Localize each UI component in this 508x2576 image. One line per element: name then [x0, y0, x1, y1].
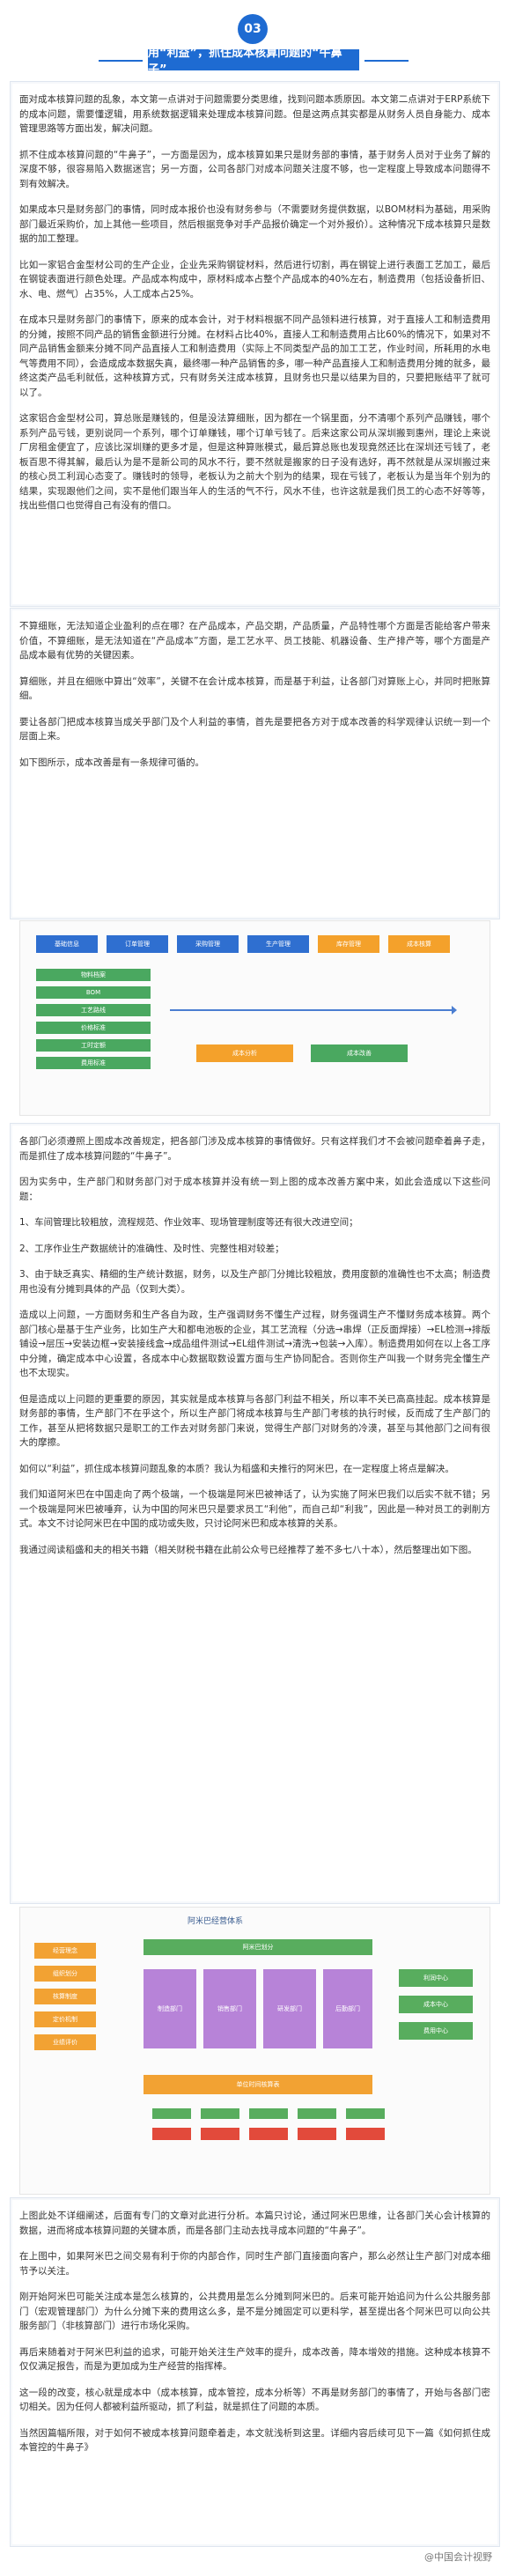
diagram-small-box — [201, 2108, 239, 2119]
paragraph: 如果成本只是财务部门的事情，同时成本报价也没有财务参与（不需要财务提供数据，以B… — [19, 204, 490, 244]
paragraph: 如何以“利益”，抓住成本核算问题乱象的本质？我认为稻盛和夫推行的阿米巴，在一定程… — [19, 1463, 454, 1474]
paragraph: 造成以上问题，一方面财务和生产各自为政，生产强调财务不懂生产过程，财务强调生产不… — [19, 1310, 490, 1378]
diagram-box: 库存管理 — [318, 935, 379, 953]
diagram-right-item: 利润中心 — [399, 1969, 473, 1987]
diagram-subitem: BOM — [36, 986, 151, 999]
diagram-bottom: 单位时间核算表 — [144, 2075, 372, 2094]
diagram-subitem: 工时定额 — [36, 1039, 151, 1052]
diagram-small-box — [298, 2108, 336, 2119]
diagram-subitem: 工艺路线 — [36, 1004, 151, 1016]
watermark: @中国会计视野 — [424, 2551, 492, 2563]
diagram-center-node: 后勤部门 — [323, 1969, 372, 2048]
paragraph: 这一段的改变，核心就是成本中（成本核算，成本管控，成本分析等）不再是财务部门的事… — [19, 2387, 490, 2413]
paragraph: 再后来随着对于阿米巴利益的追求，可能开始关注生产效率的提升，成本改善，降本增效的… — [19, 2346, 490, 2373]
paragraph: 如下图所示，成本改善是有一条规律可循的。 — [19, 757, 204, 768]
diagram-center-node: 制造部门 — [144, 1969, 196, 2048]
section-header: 03 用“利益”，抓住成本核算问题的“牛鼻子” — [0, 0, 508, 81]
diagram-box: 成本改善 — [311, 1044, 408, 1062]
diagram-box: 成本分析 — [196, 1044, 293, 1062]
diagram-center-top: 阿米巴划分 — [144, 1939, 372, 1955]
diagram-subitem: 物料档案 — [36, 969, 151, 981]
diagram-right-item: 费用中心 — [399, 2022, 473, 2040]
paragraph: 在上图中，如果阿米巴之间交易有利于你的内部合作，同时生产部门直接面向客户，那么必… — [19, 2251, 490, 2277]
diagram-box: 生产管理 — [247, 935, 309, 953]
diagram-center-node: 研发部门 — [263, 1969, 316, 2048]
paragraph: 在成本只是财务部门的事情下，原来的成本会计，对于材料根据不同产品领料进行核算，对… — [19, 314, 490, 398]
paragraph: 要让各部门把成本核算当成关乎部门及个人利益的事情，首先是要把各方对于成本改善的科… — [19, 716, 490, 742]
paragraph: 2、工序作业生产数据统计的准确性、及时性、完整性相对较差； — [19, 1243, 284, 1254]
diagram-box: 成本核算 — [388, 935, 450, 953]
paragraph: 这家铝合金型材公司，算总账是赚钱的，但是没法算细账，因为都在一个锅里面，分不清哪… — [19, 413, 490, 511]
diagram-right-item: 成本中心 — [399, 1996, 473, 2013]
amoeba-diagram: 阿米巴经营体系 经营理念 组织划分 核算制度 定价机制 业绩评价 阿米巴划分 制… — [19, 1907, 490, 2195]
paragraph: 不算细账，无法知道企业盈利的点在哪？在产品成本，产品交期，产品质量，产品特性哪个… — [19, 621, 490, 661]
diagram-title: 阿米巴经营体系 — [188, 1917, 244, 1926]
diagram-small-box — [152, 2128, 191, 2140]
diagram-left-item: 经营理念 — [34, 1943, 96, 1959]
content-card-3: 各部门必须遵照上图成本改善规定，把各部门涉及成本核算的事情做好。只有这样我们才不… — [10, 1123, 500, 1904]
diagram-small-box — [346, 2108, 385, 2119]
cost-improvement-diagram: 基础信息 订单管理 采购管理 生产管理 库存管理 成本核算 物料档案 BOM 工… — [19, 920, 490, 1116]
paragraph: 刚开始阿米巴可能关注成本是怎么核算的，公共费用是怎么分摊到阿米巴的。后来可能开始… — [19, 2292, 490, 2331]
paragraph: 因为实务中，生产部门和财务部门对于成本核算并没有统一到上图的成本改善方案中来，如… — [19, 1177, 490, 1202]
paragraph: 各部门必须遵照上图成本改善规定，把各部门涉及成本核算的事情做好。只有这样我们才不… — [19, 1136, 490, 1162]
diagram-arrow — [170, 1006, 457, 1015]
diagram-left-item: 定价机制 — [34, 2011, 96, 2027]
diagram-small-box — [298, 2128, 336, 2140]
diagram-box: 基础信息 — [36, 935, 98, 953]
diagram-small-box — [152, 2108, 191, 2119]
paragraph: 上图此处不详细阐述，后面有专门的文章对此进行分析。本篇只讨论，通过阿米巴思维，让… — [19, 2211, 490, 2236]
diagram-subitem: 价格标准 — [36, 1022, 151, 1034]
content-card-1: 面对成本核算问题的乱象，本文第一点讲对于问题需要分类思维，找到问题本质原因。本文… — [10, 81, 500, 607]
diagram-small-box — [249, 2108, 288, 2119]
paragraph: 1、车间管理比较粗放，流程规范、作业效率、现场管理制度等还有很大改进空间； — [19, 1217, 358, 1228]
content-card-4: 上图此处不详细阐述，后面有专门的文章对此进行分析。本篇只讨论，通过阿米巴思维，让… — [10, 2197, 500, 2547]
paragraph: 但是造成以上问题的更重要的原因，其实就是成本核算与各部门利益不相关，所以率不关已… — [19, 1393, 490, 1449]
diagram-left-item: 组织划分 — [34, 1966, 96, 1982]
diagram-subitem: 费用标准 — [36, 1057, 151, 1069]
paragraph: 我们知道阿米巴在中国走向了两个极端，一个极端是阿米巴被神话了，认为实施了阿米巴我… — [19, 1489, 490, 1529]
diagram-box: 采购管理 — [177, 935, 239, 953]
content-card-2: 不算细账，无法知道企业盈利的点在哪？在产品成本，产品交期，产品质量，产品特性哪个… — [10, 608, 500, 919]
paragraph: 算细账，并且在细账中算出“效率”，关键不在会计成本核算，而是基于利益，让各部门对… — [19, 675, 490, 702]
diagram-small-box — [346, 2128, 385, 2140]
paragraph: 抓不住成本核算问题的“牛鼻子”，一方面是因为，成本核算如果只是财务部的事情，基于… — [19, 149, 490, 189]
section-title: 用“利益”，抓住成本核算问题的“牛鼻子” — [99, 47, 409, 77]
paragraph: 比如一家铝合金型材公司的生产企业，企业先采购钢锭材料，然后进行切割，再在钢锭上进… — [19, 259, 490, 299]
diagram-box: 订单管理 — [107, 935, 168, 953]
paragraph: 当然因篇幅所限，对于如何不被成本核算问题牵着走，本文就浅析到这里。详细内容后续可… — [19, 2427, 490, 2454]
section-number-badge: 03 — [238, 14, 268, 44]
paragraph: 我通过阅读稻盛和夫的相关书籍（相关财税书籍在此前公众号已经推荐了差不多七八十本）… — [19, 1544, 477, 1555]
paragraph: 面对成本核算问题的乱象，本文第一点讲对于问题需要分类思维，找到问题本质原因。本文… — [19, 94, 490, 134]
diagram-left-item: 业绩评价 — [34, 2034, 96, 2050]
diagram-left-item: 核算制度 — [34, 1989, 96, 2004]
diagram-small-box — [249, 2128, 288, 2140]
paragraph: 3、由于缺乏真实、精细的生产统计数据，财务，以及生产部门分摊比较粗放，费用度额的… — [19, 1269, 490, 1295]
diagram-small-box — [201, 2128, 239, 2140]
diagram-center-node: 销售部门 — [203, 1969, 256, 2048]
